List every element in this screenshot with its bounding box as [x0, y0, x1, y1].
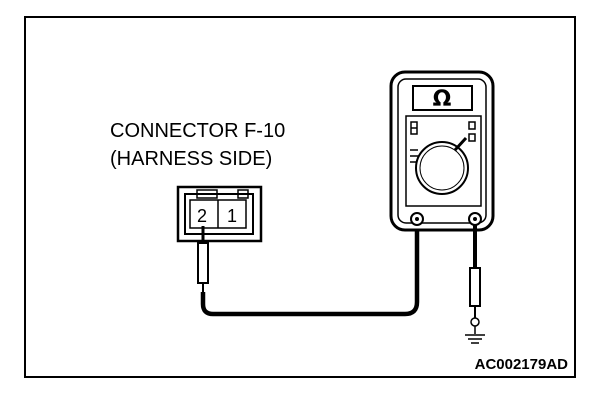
connector-pin-1: 1: [227, 206, 237, 226]
meter-display-ohm: Ω: [433, 87, 452, 112]
ohmmeter: Ω: [389, 70, 495, 232]
probe-connector: [197, 226, 209, 292]
figure-id: AC002179AD: [474, 356, 568, 373]
rotary-dial: [415, 141, 469, 195]
connector-subtitle: (HARNESS SIDE): [110, 148, 273, 170]
ground-icon: [465, 334, 485, 344]
connector-f10: 2 1: [176, 185, 263, 243]
ground-lead: [469, 224, 481, 334]
connector-pin-2: 2: [197, 206, 207, 226]
connector-title: CONNECTOR F-10: [110, 120, 286, 142]
diagram-frame: [24, 16, 576, 378]
test-lead-wire: [200, 218, 420, 317]
